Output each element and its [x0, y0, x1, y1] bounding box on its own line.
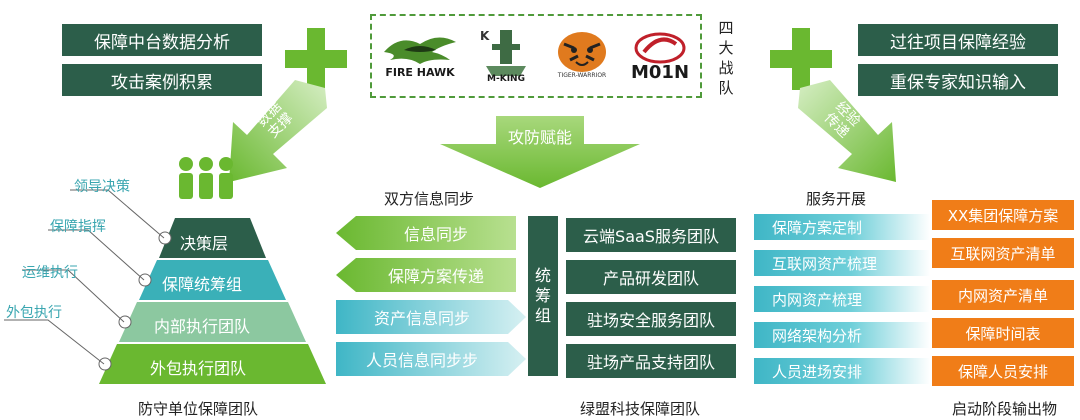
sync-header: 双方信息同步	[384, 190, 475, 208]
data-support-arrow	[229, 80, 327, 182]
pyramid-layer-decision: 决策层	[180, 234, 229, 253]
left-arrows	[336, 216, 516, 292]
service-staff-arrangement: 人员进场安排	[754, 358, 930, 384]
output-internet-assets: 互联网资产清单	[932, 238, 1074, 268]
data-analysis-box: 保障中台数据分析	[62, 24, 262, 56]
defense-team-caption: 防守单位保障团队	[138, 400, 259, 418]
pyramid-layer-internal: 内部执行团队	[154, 317, 251, 336]
service-internet-assets: 互联网资产梳理	[754, 250, 930, 276]
m01n-logo	[634, 32, 686, 64]
coordination-group: 统筹组	[528, 216, 558, 376]
team-saas: 云端SaaS服务团队	[566, 218, 736, 252]
nsfocus-team-caption: 绿盟科技保障团队	[580, 400, 701, 418]
people-icon	[179, 157, 233, 199]
service-plan-customization: 保障方案定制	[754, 214, 930, 240]
project-experience-box: 过往项目保障经验	[858, 24, 1058, 56]
m-king-logo: K	[480, 29, 526, 76]
m-king-text: M-KING	[487, 74, 525, 84]
staff-sync-arrow: 人员信息同步步	[365, 351, 478, 370]
experience-arrow	[798, 80, 896, 182]
service-intranet-assets: 内网资产梳理	[754, 286, 930, 312]
fire-hawk-logo	[384, 37, 456, 64]
right-arrows	[336, 300, 526, 376]
m01n-text: M01N	[630, 62, 690, 83]
pyramid-layer-outsource: 外包执行团队	[150, 359, 247, 378]
empower-label: 攻防赋能	[507, 128, 572, 147]
plus-icon-left	[285, 28, 347, 90]
svg-text:K: K	[480, 29, 490, 43]
annotation-outsource: 外包执行	[6, 305, 62, 321]
four-teams-frame	[370, 14, 702, 98]
attack-cases-box: 攻击案例积累	[62, 64, 262, 96]
annotation-leadership: 领导决策	[74, 179, 130, 195]
annotation-lines	[4, 189, 165, 365]
plan-delivery-arrow: 保障方案传递	[387, 267, 484, 286]
pyramid	[98, 218, 326, 384]
tiger-text: TIGER-WARRIOR	[557, 72, 607, 79]
services-header: 服务开展	[806, 190, 867, 208]
team-rnd: 产品研发团队	[566, 260, 736, 294]
asset-sync-arrow: 资产信息同步	[373, 309, 470, 328]
output-staff-arrangement: 保障人员安排	[932, 356, 1074, 386]
output-intranet-assets: 内网资产清单	[932, 280, 1074, 310]
plus-icon-right	[770, 28, 832, 90]
annotation-operations: 运维执行	[22, 265, 78, 281]
four-teams-label: 四大战队	[718, 19, 734, 97]
pyramid-layer-coordination: 保障统筹组	[162, 275, 243, 294]
service-network-analysis: 网络架构分析	[754, 322, 930, 348]
team-onsite-security: 驻场安全服务团队	[566, 302, 736, 336]
tiger-logo	[558, 32, 606, 72]
info-sync-arrow: 信息同步	[403, 225, 468, 244]
output-schedule: 保障时间表	[932, 318, 1074, 348]
team-onsite-product: 驻场产品支持团队	[566, 344, 736, 378]
annotation-command: 保障指挥	[50, 219, 106, 235]
fire-hawk-text: FIRE HAWK	[385, 66, 455, 79]
startup-output-caption: 启动阶段输出物	[952, 400, 1058, 418]
expert-knowledge-box: 重保专家知识输入	[858, 64, 1058, 96]
output-group-plan: XX集团保障方案	[932, 200, 1074, 230]
empower-arrow	[440, 116, 640, 188]
